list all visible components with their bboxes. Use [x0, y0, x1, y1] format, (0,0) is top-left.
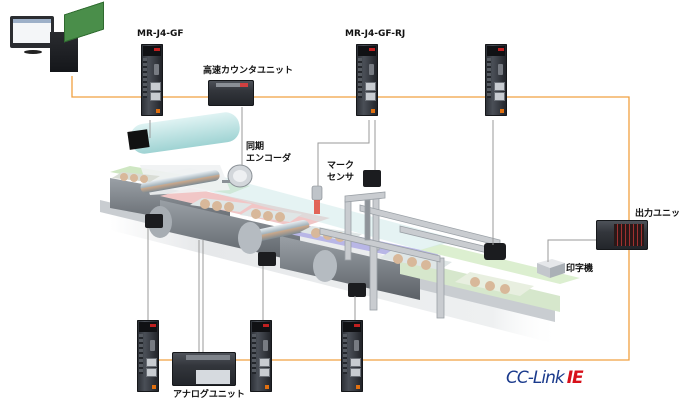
sync-encoder [222, 164, 253, 188]
logo-text-accent: IE [566, 368, 584, 388]
label-printer: 印字機 [566, 264, 594, 274]
logo-text-main: CC-Link [506, 368, 565, 388]
analog-unit [172, 352, 236, 386]
label-analog-unit: アナログユニット [173, 390, 245, 400]
servo-amplifier-top-1 [141, 44, 163, 116]
roller-end [238, 222, 262, 254]
servo-amplifier-bottom-2 [250, 320, 272, 392]
roller-end [313, 250, 337, 282]
servo-amplifier-bottom-3 [341, 320, 363, 392]
mark-sensor [311, 185, 323, 214]
servo-amplifier-bottom-1 [137, 320, 159, 392]
label-sync-encoder-1: 同期 [246, 142, 265, 152]
servo-amplifier-top-3 [485, 44, 507, 116]
label-sync-encoder-2: エンコーダ [246, 154, 292, 164]
servo-amplifier-top-2 [356, 44, 378, 116]
network-cable [71, 76, 630, 361]
pc-controller [8, 1, 104, 74]
monitor-icon [10, 16, 54, 48]
label-mr-j4-gf-rj: MR-J4-GF-RJ [345, 29, 406, 39]
label-counter-unit: 高速カウンタユニット [203, 66, 294, 76]
label-mark-sensor-2: センサ [327, 173, 355, 183]
output-unit [596, 220, 648, 250]
gantry-robot [319, 191, 501, 319]
label-mr-j4-gf: MR-J4-GF [137, 29, 184, 39]
label-output-unit: 出力ユニット [635, 209, 680, 219]
printer [537, 259, 565, 278]
high-speed-counter-unit [208, 80, 254, 106]
label-mark-sensor-1: マーク [327, 161, 355, 171]
